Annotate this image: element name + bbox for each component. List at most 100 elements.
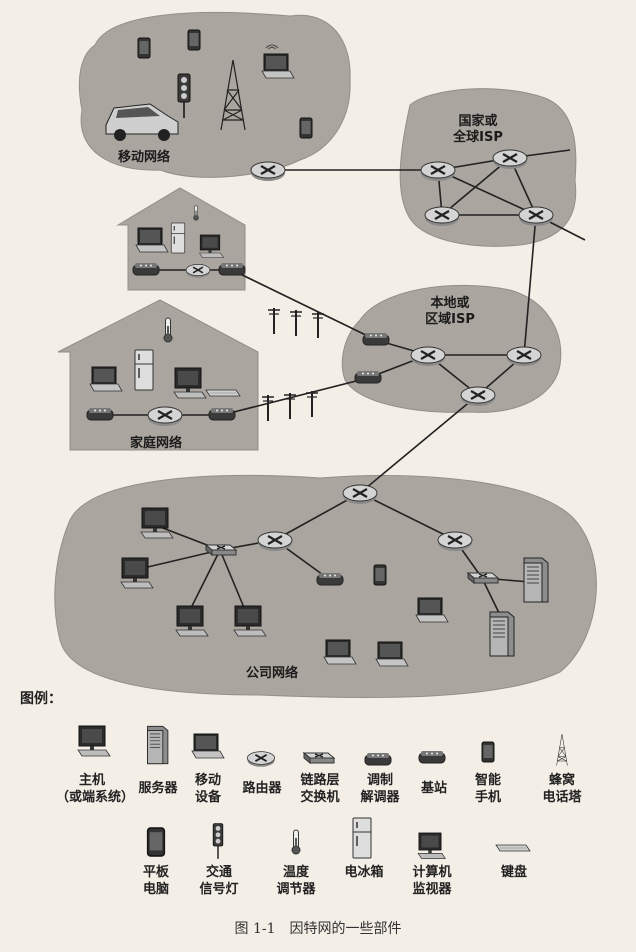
- legend-host-label: 主机 （或端系统）: [56, 772, 135, 806]
- mobile-network-label: 移动网络: [118, 150, 171, 165]
- pole-upper-1: [267, 307, 281, 335]
- router-mobile-gateway: [249, 160, 287, 183]
- legend-tower-line2: 电话塔: [542, 790, 582, 805]
- modem-home-upper: [218, 262, 246, 276]
- router-global-isp-2: [491, 148, 529, 171]
- router-enterprise-top: [341, 483, 379, 506]
- legend-modem-icon: [364, 752, 392, 766]
- legend-thermo-line1: 温度: [282, 865, 309, 880]
- home-fridge-icon-2: [134, 349, 154, 391]
- enterprise-network-label: 公司网络: [246, 666, 299, 681]
- legend-mobile-line1: 移动: [194, 773, 221, 788]
- pole-upper-3: [311, 311, 325, 339]
- legend-router-label: 路由器: [242, 781, 282, 796]
- legend-base-station-icon: [418, 750, 446, 764]
- legend-monitor-line2: 监视器: [412, 882, 452, 897]
- home-thermostat-icon-2: [163, 317, 173, 343]
- legend-tablet-icon: [146, 827, 166, 857]
- mobile-phone-icon-1: [137, 37, 151, 59]
- home-keyboard-icon: [205, 389, 241, 397]
- legend-switch-line2: 交换机: [300, 790, 340, 805]
- enterprise-host-icon-2: [120, 557, 154, 589]
- home-fridge-icon: [170, 222, 186, 254]
- local-isp-label-line1: 本地或: [430, 296, 470, 311]
- legend-keyboard-icon: [495, 844, 531, 852]
- legend-tablet-line1: 平板: [142, 865, 169, 880]
- global-isp-label: 国家或 全球ISP: [446, 114, 510, 146]
- legend-switch-line1: 链路层: [300, 773, 340, 788]
- car-icon: [105, 103, 179, 141]
- legend-monitor-line1: 计算机: [412, 865, 452, 880]
- modem-home-lower: [208, 407, 236, 421]
- legend-modem-line2: 解调器: [360, 790, 400, 805]
- local-isp-label-line2: 区域ISP: [425, 312, 475, 327]
- switch-enterprise-right: [467, 572, 499, 584]
- legend-smartphone-line2: 手机: [474, 790, 501, 805]
- legend-host-line2: （或端系统）: [56, 790, 135, 805]
- legend-thermo-line2: 调节器: [276, 882, 316, 897]
- legend-mobile-device-label: 移动 设备: [186, 772, 230, 806]
- router-home-upper: [185, 263, 211, 279]
- base-station-home-upper: [132, 262, 160, 276]
- home-house-lower: [57, 299, 259, 451]
- legend-keyboard-label: 键盘: [500, 865, 527, 880]
- legend-switch-icon: [303, 752, 335, 764]
- pole-lower-1: [261, 394, 275, 422]
- router-enterprise-right: [436, 530, 474, 553]
- enterprise-network-region: [54, 474, 597, 699]
- legend-monitor-label: 计算机 监视器: [404, 864, 460, 898]
- legend-traffic-light-icon: [212, 822, 224, 860]
- router-global-isp-4: [517, 205, 555, 228]
- legend-monitor-icon: [417, 832, 446, 859]
- enterprise-host-icon-4: [233, 605, 267, 637]
- modem-local-isp-2: [354, 370, 382, 384]
- legend-modem-label: 调制 解调器: [352, 772, 408, 806]
- legend-title: 图例：: [20, 691, 62, 707]
- pole-upper-2: [289, 309, 303, 337]
- router-local-isp-1: [409, 345, 447, 368]
- mobile-phone-icon-3: [299, 117, 313, 139]
- base-station-enterprise: [316, 572, 344, 586]
- enterprise-server-icon-1: [523, 557, 549, 603]
- router-global-isp-3: [423, 205, 461, 228]
- modem-local-isp-1: [362, 332, 390, 346]
- legend-host-line1: 主机: [78, 773, 105, 788]
- base-station-home-lower: [86, 407, 114, 421]
- home-monitor-icon-2: [173, 367, 207, 399]
- legend-tablet-line2: 电脑: [142, 882, 169, 897]
- legend-traffic-line1: 交通: [205, 865, 232, 880]
- legend-thermostat-icon: [291, 829, 301, 855]
- local-isp-region: [341, 284, 562, 413]
- legend-smartphone-icon: [481, 741, 495, 763]
- legend-cell-tower-label: 蜂窝 电话塔: [536, 772, 588, 806]
- pole-lower-3: [305, 390, 319, 418]
- enterprise-tablet-icon: [373, 564, 387, 586]
- mobile-network-devices: [105, 29, 313, 141]
- legend-tablet-label: 平板 电脑: [132, 864, 180, 898]
- legend-server-label: 服务器: [138, 781, 178, 796]
- enterprise-server-icon-2: [489, 611, 515, 657]
- legend-mobile-device-icon: [191, 733, 225, 759]
- legend-traffic-light-label: 交通 信号灯: [192, 864, 246, 898]
- home-network-label: 家庭网络: [130, 436, 183, 451]
- legend-tower-line1: 蜂窝: [548, 773, 575, 788]
- router-local-isp-3: [459, 385, 497, 408]
- legend-cell-tower-icon: [556, 733, 568, 766]
- legend-fridge-icon: [352, 817, 372, 859]
- router-enterprise-left: [256, 530, 294, 553]
- legend-switch-label: 链路层 交换机: [292, 772, 348, 806]
- legend-server-icon: [147, 725, 169, 765]
- legend-smartphone-label: 智能 手机: [468, 772, 508, 806]
- legend-router-icon: [246, 750, 276, 768]
- legend-base-station-label: 基站: [420, 781, 447, 796]
- router-home-lower: [146, 405, 184, 428]
- home-thermostat-icon: [193, 205, 199, 221]
- figure-caption: 图 1-1 因特网的一些部件: [234, 921, 402, 937]
- mobile-phone-icon-2: [187, 29, 201, 51]
- legend-traffic-line2: 信号灯: [199, 882, 239, 897]
- legend-modem-line1: 调制: [366, 773, 393, 788]
- legend-fridge-label: 电冰箱: [344, 865, 384, 880]
- home-monitor-icon: [199, 234, 224, 258]
